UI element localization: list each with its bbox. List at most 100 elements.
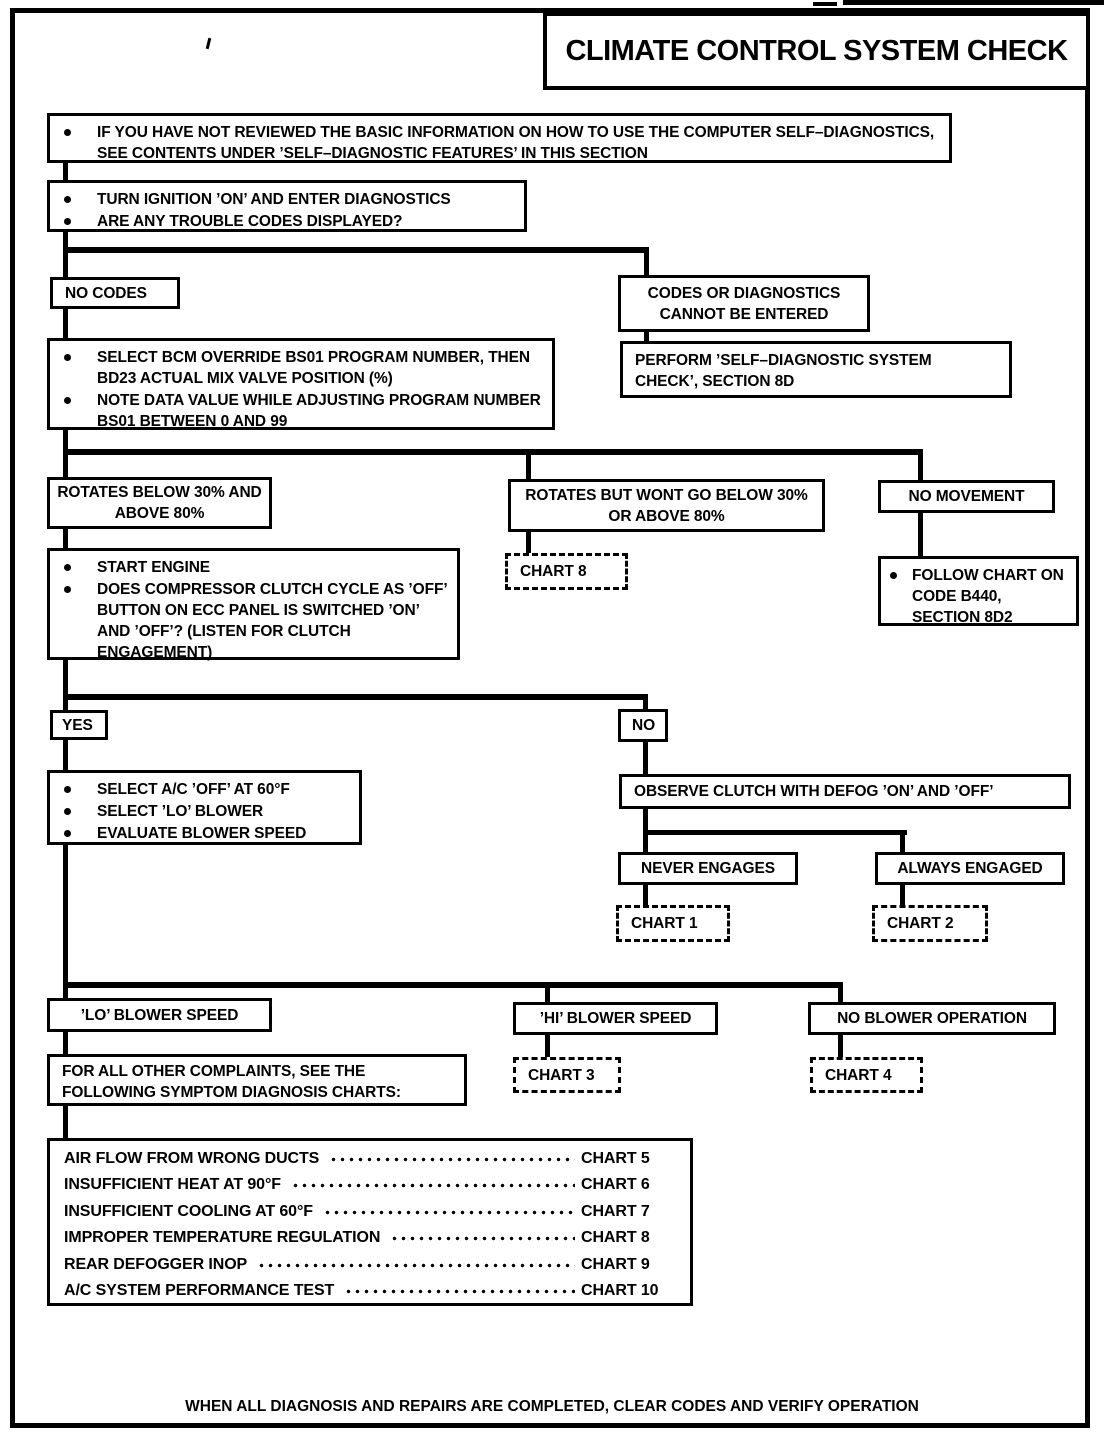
bullet-text: START ENGINE	[97, 559, 211, 576]
scan-artifact	[843, 0, 1104, 5]
bullet-text: IF YOU HAVE NOT REVIEWED THE BASIC INFOR…	[97, 124, 935, 162]
node-label: ALWAYS ENGAGED	[897, 860, 1043, 877]
bullet-icon	[64, 397, 71, 404]
symptom-index-table: AIR FLOW FROM WRONG DUCTS CHART 5 INSUFF…	[47, 1138, 693, 1306]
bullet-text: SELECT ’LO’ BLOWER	[97, 803, 264, 820]
connector	[63, 1029, 68, 1058]
connector	[63, 306, 68, 341]
connector	[526, 453, 531, 481]
bullet-text: NOTE DATA VALUE WHILE ADJUSTING PROGRAM …	[97, 392, 541, 430]
bullet-icon	[64, 830, 71, 837]
connector	[63, 658, 68, 712]
bullet-text: SELECT A/C ’OFF’ AT 60°F	[97, 781, 290, 798]
page-title-box: CLIMATE CONTROL SYSTEM CHECK	[543, 12, 1090, 90]
symptom-label: INSUFFICIENT HEAT AT 90°F	[64, 1176, 281, 1194]
bullet-item: FOLLOW CHART ON CODE B440, SECTION 8D2	[881, 565, 1066, 628]
bullet-icon	[64, 196, 71, 203]
bullet-icon	[64, 354, 71, 361]
bullet-item: SELECT ’LO’ BLOWER	[50, 801, 349, 822]
node-label: ’HI’ BLOWER SPEED	[539, 1010, 692, 1027]
connector	[63, 228, 68, 280]
node-select-bcm-override: SELECT BCM OVERRIDE BS01 PROGRAM NUMBER,…	[47, 338, 555, 430]
connector	[918, 511, 923, 558]
footer-note: WHEN ALL DIAGNOSIS AND REPAIRS ARE COMPL…	[185, 1398, 919, 1415]
dot-leader	[344, 1277, 575, 1304]
node-lo-blower-speed: ’LO’ BLOWER SPEED	[47, 998, 272, 1032]
connector	[644, 329, 649, 344]
connector	[63, 986, 68, 1000]
node-no-movement: NO MOVEMENT	[878, 480, 1055, 513]
bullet-icon	[64, 218, 71, 225]
symptom-label: AIR FLOW FROM WRONG DUCTS	[64, 1149, 320, 1167]
bullet-text: EVALUATE BLOWER SPEED	[97, 825, 307, 842]
bullet-text: SELECT BCM OVERRIDE BS01 PROGRAM NUMBER,…	[97, 349, 530, 387]
chart-number: CHART 6	[581, 1176, 650, 1194]
chart-number: CHART 7	[581, 1202, 650, 1220]
node-rotates-below-above: ROTATES BELOW 30% AND ABOVE 80%	[47, 477, 272, 529]
connector	[644, 250, 649, 278]
bullet-text: ARE ANY TROUBLE CODES DISPLAYED?	[97, 213, 403, 230]
node-chart1-ref: CHART 1	[616, 905, 730, 942]
node-label: ROTATES BELOW 30% AND ABOVE 80%	[57, 484, 262, 522]
node-select-ac-off: SELECT A/C ’OFF’ AT 60°F SELECT ’LO’ BLO…	[47, 770, 362, 845]
node-chart8-ref: CHART 8	[505, 553, 628, 590]
page-border	[10, 8, 1090, 1428]
node-label: CODES OR DIAGNOSTICS CANNOT BE ENTERED	[647, 284, 841, 323]
chart-number: CHART 8	[581, 1229, 650, 1247]
connector	[63, 449, 923, 455]
dot-leader	[257, 1251, 575, 1278]
connector	[63, 1103, 68, 1140]
symptom-label: REAR DEFOGGER INOP	[64, 1255, 248, 1273]
chart-ref-label: CHART 2	[887, 915, 954, 932]
node-label: NEVER ENGAGES	[641, 860, 775, 877]
node-hi-blower-speed: ’HI’ BLOWER SPEED	[513, 1002, 718, 1035]
symptom-index-row: AIR FLOW FROM WRONG DUCTS CHART 5	[50, 1145, 690, 1172]
connector	[643, 739, 648, 777]
bullet-text: TURN IGNITION ’ON’ AND ENTER DIAGNOSTICS	[97, 191, 451, 208]
node-label: ROTATES BUT WONT GO BELOW 30% OR ABOVE 8…	[525, 486, 808, 525]
node-label: YES	[62, 716, 93, 734]
bullet-item: START ENGINE	[50, 557, 447, 578]
bullet-item: NOTE DATA VALUE WHILE ADJUSTING PROGRAM …	[50, 390, 542, 432]
node-follow-chart-b440: FOLLOW CHART ON CODE B440, SECTION 8D2	[878, 556, 1079, 626]
node-observe-clutch: OBSERVE CLUTCH WITH DEFOG ’ON’ AND ’OFF’	[619, 774, 1071, 809]
chart-ref-label: CHART 1	[631, 915, 698, 932]
bullet-icon	[890, 572, 897, 579]
node-codes-cannot-be-entered: CODES OR DIAGNOSTICS CANNOT BE ENTERED	[618, 275, 870, 332]
node-label: PERFORM ’SELF–DIAGNOSTIC SYSTEM CHECK’, …	[635, 352, 932, 390]
symptom-index-row: INSUFFICIENT HEAT AT 90°F CHART 6	[50, 1171, 690, 1198]
connector	[918, 453, 923, 482]
bullet-icon	[64, 564, 71, 571]
node-no-blower-operation: NO BLOWER OPERATION	[808, 1002, 1056, 1035]
node-label: NO	[632, 717, 656, 734]
node-intro-note: IF YOU HAVE NOT REVIEWED THE BASIC INFOR…	[47, 113, 952, 163]
bullet-item: SELECT A/C ’OFF’ AT 60°F	[50, 779, 349, 800]
connector	[643, 697, 648, 712]
node-label: NO BLOWER OPERATION	[837, 1010, 1027, 1027]
connector	[900, 883, 905, 907]
connector	[63, 427, 68, 454]
bullet-item: SELECT BCM OVERRIDE BS01 PROGRAM NUMBER,…	[50, 347, 542, 389]
node-rotates-but-wont: ROTATES BUT WONT GO BELOW 30% OR ABOVE 8…	[508, 479, 825, 532]
bullet-icon	[64, 786, 71, 793]
connector	[545, 1033, 550, 1059]
chart-number: CHART 10	[581, 1282, 659, 1300]
node-no: NO	[618, 709, 668, 742]
bullet-item: TURN IGNITION ’ON’ AND ENTER DIAGNOSTICS	[50, 189, 514, 210]
connector	[63, 982, 843, 988]
connector	[63, 843, 68, 988]
bullet-item: DOES COMPRESSOR CLUTCH CYCLE AS ’OFF’ BU…	[50, 579, 447, 663]
node-no-codes: NO CODES	[50, 277, 180, 309]
connector	[900, 832, 905, 855]
dot-leader	[322, 1198, 575, 1225]
node-chart4-ref: CHART 4	[810, 1057, 923, 1093]
chart-ref-label: CHART 3	[528, 1066, 595, 1084]
dot-leader	[290, 1171, 575, 1198]
chart-number: CHART 5	[581, 1149, 650, 1167]
symptom-index-row: IMPROPER TEMPERATURE REGULATION CHART 8	[50, 1224, 690, 1251]
symptom-index-row: REAR DEFOGGER INOP CHART 9	[50, 1251, 690, 1278]
node-label: OBSERVE CLUTCH WITH DEFOG ’ON’ AND ’OFF’	[634, 783, 994, 800]
node-chart3-ref: CHART 3	[513, 1057, 621, 1093]
bullet-item: EVALUATE BLOWER SPEED	[50, 823, 349, 844]
